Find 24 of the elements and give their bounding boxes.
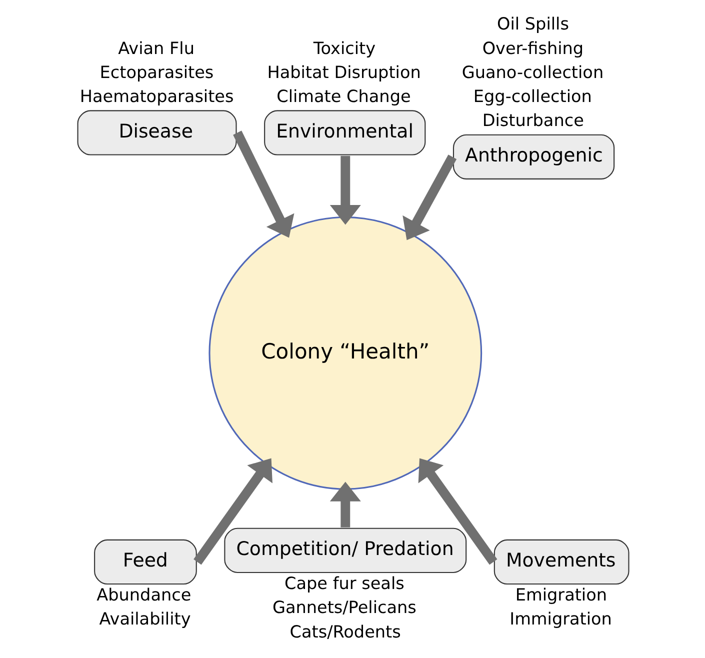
node-label: Ectoparasites — [99, 62, 214, 82]
node-label: Disturbance — [482, 110, 584, 130]
arrow — [232, 130, 294, 238]
node-label: Egg-collection — [472, 86, 592, 106]
node-label: Cats/Rodents — [289, 621, 400, 642]
node-label: Haematoparasites — [79, 86, 234, 106]
node-label: Gannets/Pelicans — [272, 597, 416, 618]
node-label: Over-fishing — [482, 38, 584, 58]
node-label: Emigration — [514, 584, 606, 605]
node-label: Guano-collection — [461, 62, 604, 82]
arrow — [329, 482, 360, 528]
node-label: Immigration — [509, 608, 612, 629]
node-label: Cape fur seals — [284, 573, 404, 594]
node-label: Abundance — [96, 584, 191, 605]
arrow — [402, 154, 456, 240]
node-label: Habitat Disruption — [266, 62, 420, 82]
node-label: Climate Change — [276, 86, 410, 106]
node-label: Oil Spills — [496, 14, 568, 34]
arrow — [418, 458, 497, 565]
arrow — [329, 156, 360, 225]
node-label: Toxicity — [312, 38, 376, 58]
node-label: Availability — [98, 608, 190, 629]
node-label: Avian Flu — [118, 38, 194, 58]
arrow — [193, 458, 272, 565]
